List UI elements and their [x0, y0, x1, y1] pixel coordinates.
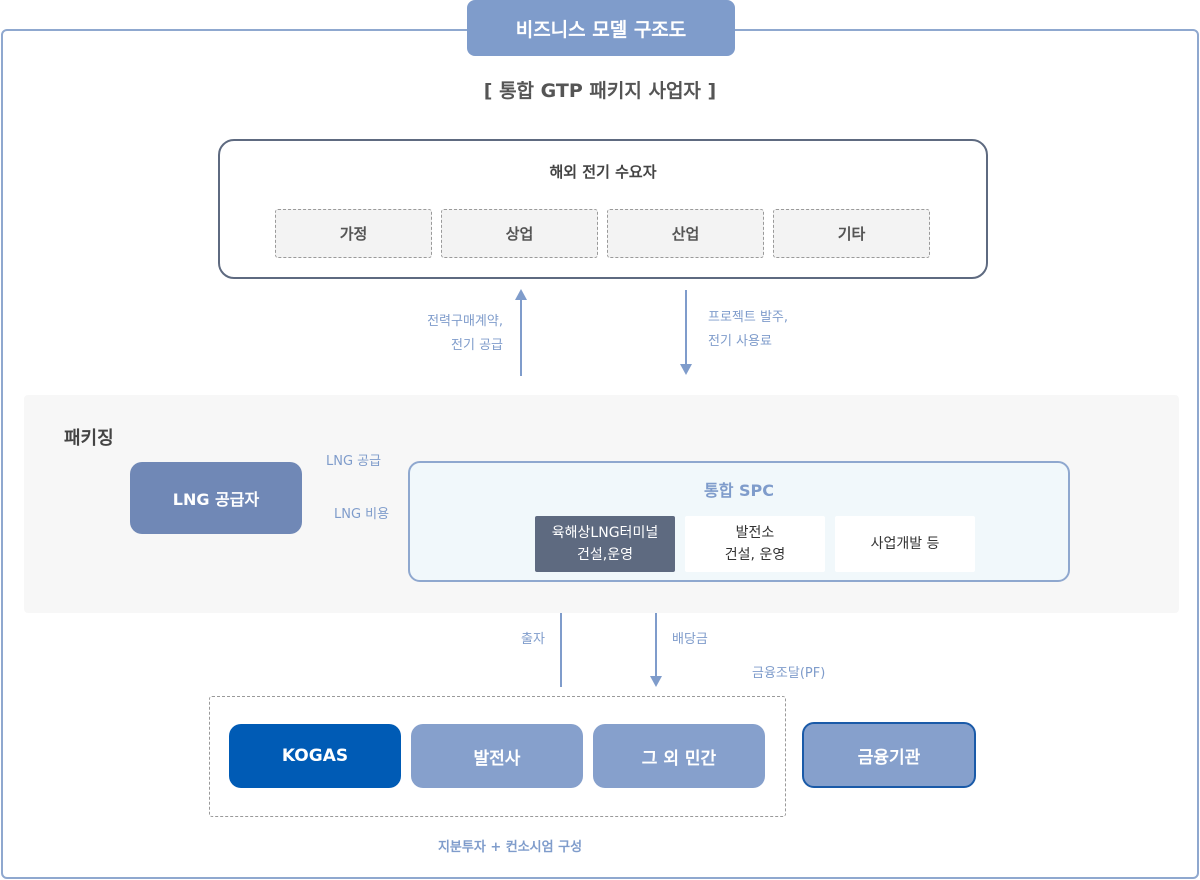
spc-cell-lng-terminal-line1: 육해상LNG터미널	[551, 525, 659, 541]
spc-title: 통합 SPC	[703, 481, 774, 500]
flow-label-ppa-line2: 전기 공급	[451, 338, 503, 353]
spc-cell-power-plant-line1: 발전소	[735, 525, 775, 541]
demand-item-commercial: 상업	[441, 209, 598, 258]
spc-cell-lng-terminal-line2: 건설,운영	[577, 547, 633, 563]
flow-label-finance: 금융조달(PF)	[752, 666, 826, 681]
spc-cell-power-plant-line2: 건설, 운영	[724, 547, 786, 563]
financial-institution: 금융기관	[802, 722, 976, 788]
investor-kogas: KOGAS	[229, 724, 401, 788]
consortium-box	[209, 696, 786, 817]
flow-label-ppa: 전력구매계약, 전기 공급	[427, 310, 503, 358]
diagram-subtitle: [ 통합 GTP 패키지 사업자 ]	[483, 80, 717, 102]
demand-item-etc: 기타	[773, 209, 930, 258]
flow-label-order-line2: 전기 사용료	[708, 334, 772, 349]
flow-label-order: 프로젝트 발주, 전기 사용료	[708, 306, 788, 354]
lng-supplier-box: LNG 공급자	[130, 462, 302, 534]
spc-cell-business-dev-line1: 사업개발 등	[870, 536, 940, 552]
investor-power-company: 발전사	[411, 724, 583, 788]
flow-label-lng-supply: LNG 공급	[326, 454, 382, 469]
flow-label-ppa-line1: 전력구매계약,	[427, 314, 503, 329]
demand-title: 해외 전기 수요자	[549, 163, 657, 181]
integrated-spc-box: 통합 SPC 육해상LNG터미널 건설,운영 발전소 건설, 운영 사업개발 등	[408, 461, 1070, 582]
flow-label-investment: 출자	[521, 632, 545, 647]
diagram-title: 비즈니스 모델 구조도	[467, 0, 735, 56]
overseas-demand-box: 해외 전기 수요자 가정 상업 산업 기타	[218, 139, 988, 279]
investor-other-private: 그 외 민간	[593, 724, 765, 788]
packaging-title: 패키징	[64, 428, 114, 449]
flow-label-order-line1: 프로젝트 발주,	[708, 310, 789, 325]
spc-cell-lng-terminal: 육해상LNG터미널 건설,운영	[535, 516, 675, 572]
flow-label-dividend: 배당금	[672, 632, 708, 647]
demand-item-industrial: 산업	[607, 209, 764, 258]
spc-cell-business-dev: 사업개발 등	[835, 516, 975, 572]
flow-label-lng-cost: LNG 비용	[334, 507, 390, 522]
consortium-caption: 지분투자 + 컨소시엄 구성	[437, 840, 583, 855]
demand-item-household: 가정	[275, 209, 432, 258]
spc-cell-power-plant: 발전소 건설, 운영	[685, 516, 825, 572]
